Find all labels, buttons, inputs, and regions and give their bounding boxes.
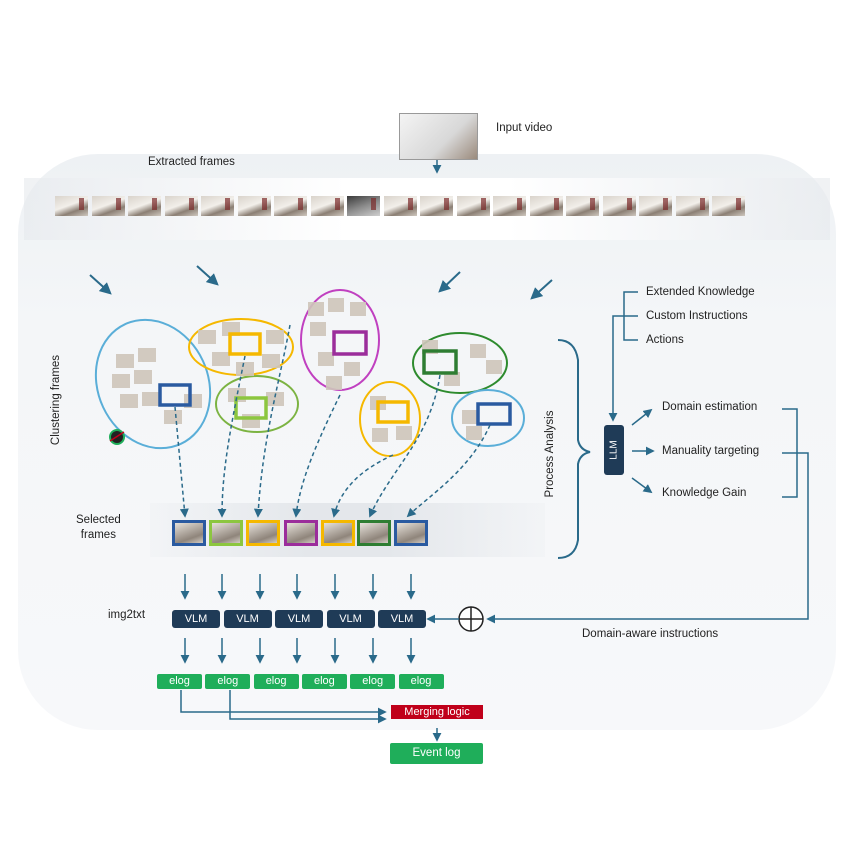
extracted-frames-label: Extracted frames [148,156,235,168]
extracted-frame-thumbnail [237,196,271,216]
extracted-frame-thumbnail [91,196,125,216]
extracted-frame-thumbnail [164,196,198,216]
extracted-frame-thumbnail [602,196,636,216]
domain-aware-instructions-label: Domain-aware instructions [582,628,719,640]
selected-frame-thumbnail [209,520,243,546]
selected-frame-thumbnail [357,520,391,546]
llm-label: LLM [608,440,620,460]
extracted-frame-thumbnail [493,196,526,216]
img2txt-label: img2txt [108,609,146,621]
extracted-frame-thumbnail [675,196,709,216]
extracted-frame-thumbnail [712,196,745,216]
extracted-frame-thumbnail [347,196,380,216]
input-video-thumbnail [399,113,478,160]
merging-logic-block: Merging logic [391,705,483,719]
vlm-block: VLM [172,610,220,628]
extracted-frame-thumbnail [310,196,344,216]
extracted-frame-thumbnail [128,196,161,216]
llm-input-extended-knowledge: Extended Knowledge [646,286,755,298]
pipeline-panel [18,154,836,730]
extracted-frame-thumbnail [456,196,490,216]
extracted-frame-thumbnail [420,196,453,216]
elog-block: elog [205,674,251,689]
vlm-block: VLM [326,610,375,628]
selected-frames-label: Selected frames [76,514,121,541]
selected-frame-thumbnail [394,520,428,546]
llm-block: LLM [604,425,624,475]
selected-frame-thumbnail [246,520,280,546]
selected-frame-thumbnail [172,520,206,546]
extracted-frame-thumbnail [529,196,563,216]
elog-block: elog [253,674,299,689]
llm-input-actions: Actions [646,334,684,346]
llm-output-knowledge-gain: Knowledge Gain [662,487,747,499]
selected-frame-thumbnail [321,520,355,546]
extracted-frame-thumbnail [566,196,599,216]
event-log-block: Event log [390,743,483,764]
elog-block: elog [398,674,444,689]
input-video-label: Input video [496,122,553,134]
extracted-frame-thumbnail [55,196,88,216]
elog-block: elog [157,674,202,689]
elog-block: elog [301,674,347,689]
extracted-frame-thumbnail [383,196,417,216]
llm-output-domain-estimation: Domain estimation [662,401,758,413]
extracted-frame-thumbnail [201,196,234,216]
llm-output-manuality-targeting: Manuality targeting [662,445,760,457]
elog-block: elog [350,674,396,689]
vlm-block: VLM [223,610,272,628]
vlm-block: VLM [275,610,323,628]
llm-input-custom-instructions: Custom Instructions [646,310,748,322]
selected-frame-thumbnail [284,520,318,546]
extracted-frame-thumbnail [274,196,307,216]
vlm-block: VLM [378,610,426,628]
extracted-frame-thumbnail [639,196,672,216]
